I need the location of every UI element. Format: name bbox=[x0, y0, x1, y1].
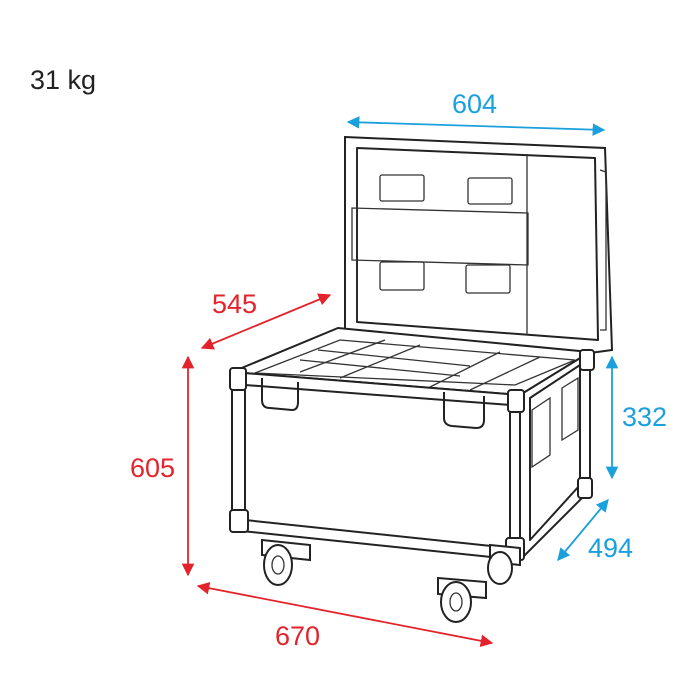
dim-line-545 bbox=[200, 293, 332, 350]
lid-width-label: 604 bbox=[452, 89, 497, 119]
case-body bbox=[229, 326, 595, 563]
height-label: 605 bbox=[130, 453, 175, 483]
dim-line-670 bbox=[196, 581, 494, 648]
case-lid bbox=[344, 135, 614, 355]
dim-line-494 bbox=[557, 499, 609, 561]
body-height-label: 332 bbox=[622, 402, 667, 432]
depth-top-label: 545 bbox=[212, 289, 257, 319]
weight-label: 31 kg bbox=[30, 65, 96, 95]
dim-line-604 bbox=[346, 116, 606, 136]
body-depth-label: 494 bbox=[588, 533, 633, 563]
width-label: 670 bbox=[275, 621, 320, 651]
